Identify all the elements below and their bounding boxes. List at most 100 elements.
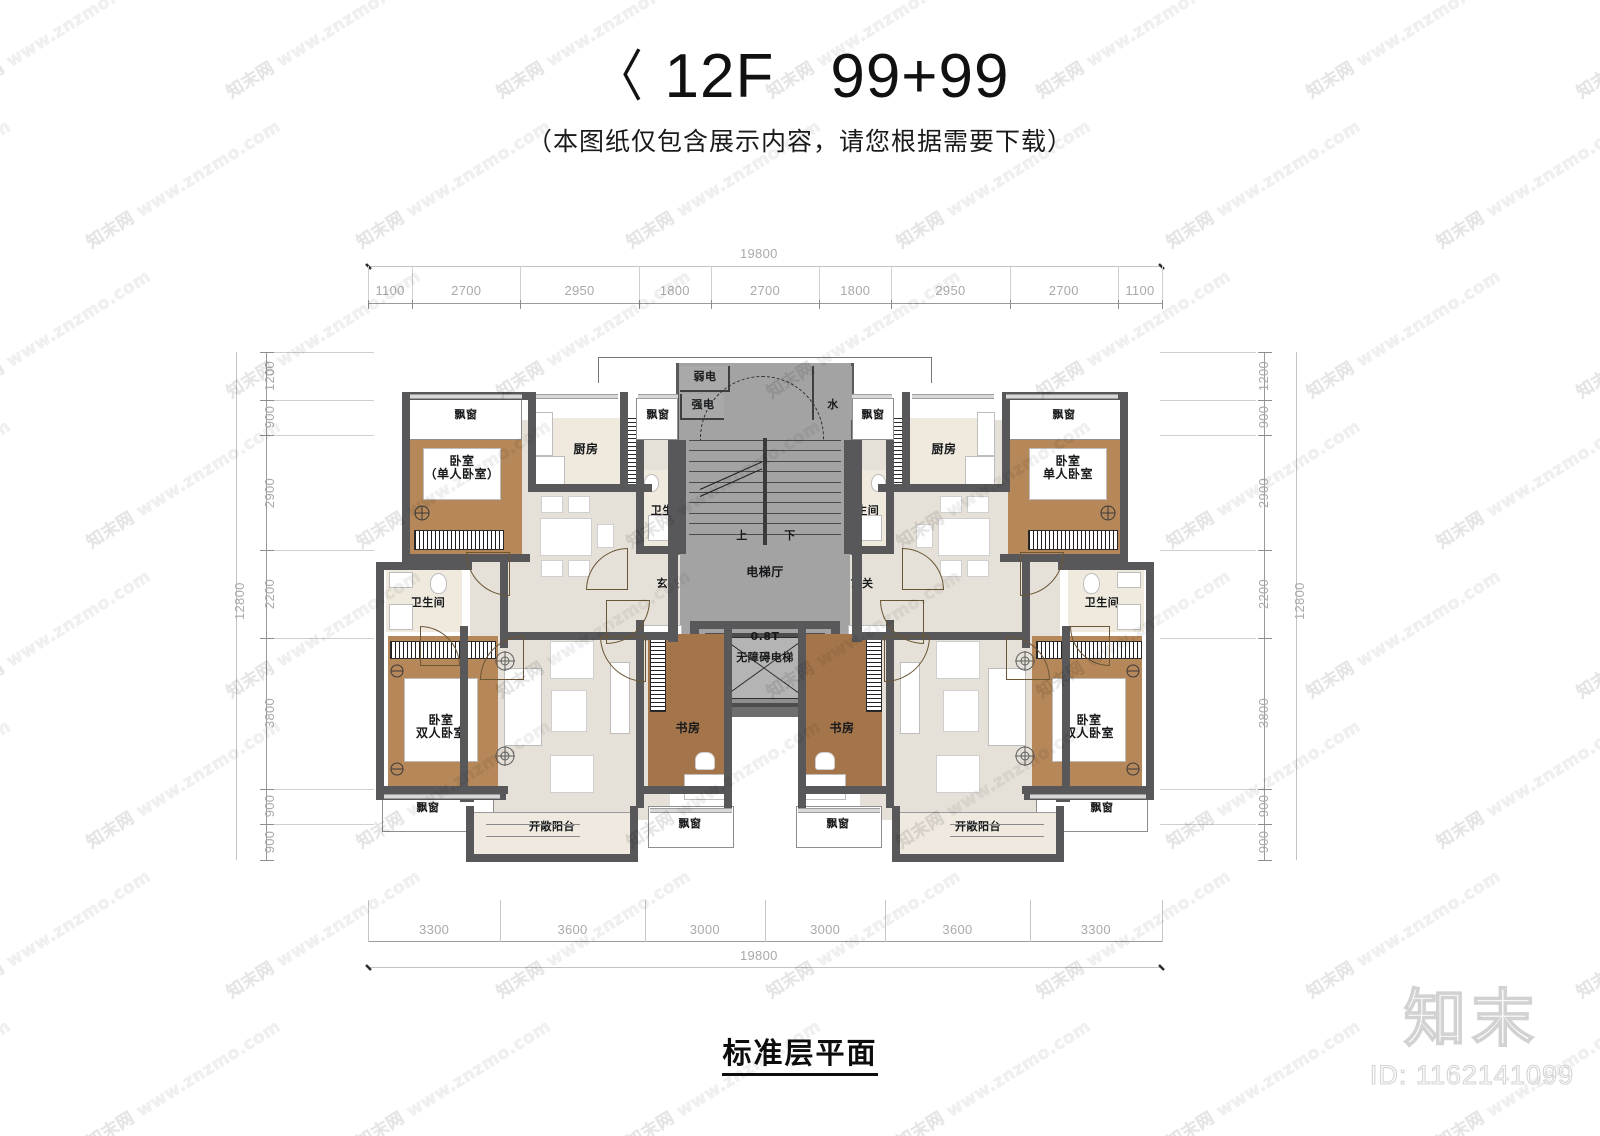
wall-segment xyxy=(886,440,894,554)
window-glazing xyxy=(1006,394,1118,399)
balcony-rail-line xyxy=(486,836,580,837)
dim-value: 3600 xyxy=(942,922,973,937)
stair-up-label: 上 xyxy=(736,529,748,542)
wall-segment xyxy=(668,440,678,640)
window-glazing xyxy=(912,394,994,399)
chevron-left-icon[interactable]: 〈 xyxy=(594,45,643,108)
dim-tick xyxy=(1258,860,1272,861)
wall-segment xyxy=(1120,392,1128,562)
extension-line xyxy=(412,266,414,300)
dim-tick xyxy=(1258,550,1272,552)
dining-chair xyxy=(568,560,590,577)
door-swing-arc xyxy=(420,626,460,666)
wall-segment xyxy=(878,484,1002,492)
window-glazing xyxy=(384,794,500,799)
page-title: 〈 12F 99+99 xyxy=(591,46,1010,108)
wall-segment xyxy=(466,854,638,862)
bed-single-nw xyxy=(423,448,501,500)
wall-segment xyxy=(668,630,678,642)
dining-chair xyxy=(541,560,563,577)
wall-segment xyxy=(852,630,862,642)
counter-right xyxy=(977,412,995,456)
wall-segment xyxy=(376,632,384,800)
extension-line xyxy=(274,399,374,401)
dim-tick xyxy=(412,297,414,309)
bedroom-single-ne-label: 卧室 单人卧室 xyxy=(1042,454,1093,482)
shower-tray xyxy=(648,515,670,541)
window-glazing xyxy=(536,394,618,399)
water-riser-label: 水 xyxy=(827,398,839,411)
sink-left xyxy=(535,456,565,486)
kitchen-right-label: 厨房 xyxy=(931,442,957,456)
extension-line xyxy=(1160,550,1256,552)
wall-segment xyxy=(902,392,910,492)
window-glazing xyxy=(410,394,522,399)
wall-segment xyxy=(1000,554,1128,562)
wardrobe-ne xyxy=(1028,530,1118,550)
dim-tick xyxy=(520,297,522,309)
dim-tick xyxy=(710,297,712,309)
water-riser-box xyxy=(812,366,852,420)
dim-tick xyxy=(260,637,274,639)
dim-value: 2700 xyxy=(749,283,781,298)
wall-segment xyxy=(892,854,1064,862)
extension-line xyxy=(274,352,374,353)
desk-chair-right xyxy=(815,752,835,770)
wall-segment xyxy=(1146,632,1154,800)
wall-segment xyxy=(402,392,410,562)
page-subtitle: （本图纸仅包含展示内容，请您根据需要下载） xyxy=(526,127,1073,156)
page-header: 〈 12F 99+99 （本图纸仅包含展示内容，请您根据需要下载） xyxy=(0,46,1600,158)
elevator-capacity-label: 0.8T xyxy=(750,630,780,643)
dim-tick xyxy=(260,860,274,861)
dim-tick xyxy=(260,399,274,401)
elevator-cross-icon xyxy=(721,637,807,699)
top-overall-dim-line xyxy=(368,266,1162,267)
dim-tick xyxy=(500,900,502,942)
extension-line xyxy=(819,266,821,300)
balcony-left xyxy=(470,812,634,858)
shower-tray xyxy=(860,515,882,541)
bottom-overall-dim-line xyxy=(368,967,1162,968)
core-wall xyxy=(690,621,840,629)
bay-window-s-right-label: 飘窗 xyxy=(826,817,850,830)
bed-single-ne xyxy=(1029,448,1107,500)
bay-window-n-right xyxy=(852,398,894,440)
nightstand-lamp-icon xyxy=(1126,762,1140,776)
dim-value: 3600 xyxy=(557,922,588,937)
elevator-lobby-label: 电梯厅 xyxy=(746,565,784,579)
toilet-icon xyxy=(1083,573,1100,594)
desk-chair-left xyxy=(695,752,715,770)
dining-chair xyxy=(916,524,933,548)
bay-window-sw-label: 飘窗 xyxy=(416,801,440,814)
bay-window-s-left-label: 飘窗 xyxy=(678,817,702,830)
dim-tick xyxy=(1258,399,1272,401)
dim-tick xyxy=(1009,297,1011,309)
dim-value: 2950 xyxy=(935,283,966,298)
floor-lamp-icon xyxy=(495,746,515,766)
bathtub xyxy=(1117,604,1141,630)
extension-line xyxy=(368,266,369,300)
extension-line xyxy=(1160,435,1256,437)
wall-segment xyxy=(500,632,678,640)
dim-tick xyxy=(1162,297,1163,309)
wall-segment xyxy=(376,562,472,570)
extension-line xyxy=(1160,788,1256,790)
dim-tick xyxy=(891,297,893,309)
dim-value: 3300 xyxy=(419,922,450,937)
dining-table-left xyxy=(540,518,592,556)
wall-segment xyxy=(1062,626,1070,802)
wall-segment xyxy=(892,806,900,862)
dining-chair xyxy=(568,496,590,513)
extension-line xyxy=(274,637,374,639)
dim-tick xyxy=(1029,900,1031,942)
window-glazing xyxy=(852,394,892,399)
window-glazing xyxy=(798,808,880,813)
bathroom-right-east-label: 卫生间 xyxy=(1084,596,1120,609)
balcony-rail-line xyxy=(950,824,1044,825)
stair-down-label: 下 xyxy=(784,529,796,542)
armchair-left xyxy=(550,641,594,679)
counter-left xyxy=(535,412,553,456)
roof-edge xyxy=(931,357,932,383)
extension-line xyxy=(1160,824,1256,826)
